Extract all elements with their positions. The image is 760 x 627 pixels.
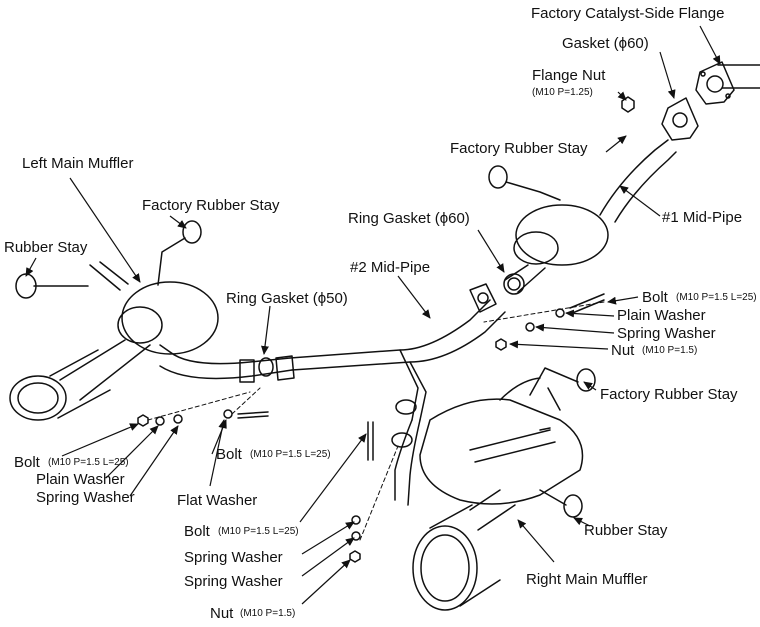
- right-main-muffler: [419, 377, 584, 505]
- ring-gasket-50-part: [239, 355, 295, 383]
- factory-rubber-stay-left-part: [157, 220, 202, 286]
- alignment-guides: [147, 301, 605, 541]
- label-rubber-stay-right: Rubber Stay: [584, 522, 668, 539]
- factory-rubber-stay-right-part: [529, 367, 596, 396]
- label-bolt-bottom: Bolt: [184, 523, 210, 540]
- label-spring-washer-left: Spring Washer: [36, 489, 135, 506]
- label-ring-gasket-60: Ring Gasket (ϕ60): [348, 210, 470, 227]
- down-pipe-flanges: [391, 399, 417, 448]
- mid-pipe-1: [599, 64, 760, 223]
- label-flat-washer: Flat Washer: [177, 492, 258, 509]
- label-plain-washer-right: Plain Washer: [617, 307, 706, 324]
- label-factory-rubber-stay-top: Factory Rubber Stay: [450, 140, 588, 157]
- label-nut-bottom-spec: (M10 P=1.5): [240, 608, 296, 619]
- label-ring-gasket-50: Ring Gasket (ϕ50): [226, 290, 348, 307]
- label-gasket-60: Gasket (ϕ60): [562, 35, 649, 52]
- label-factory-catalyst-flange: Factory Catalyst-Side Flange: [531, 5, 725, 22]
- label-mid-pipe-2: #2 Mid-Pipe: [350, 259, 431, 276]
- center-resonator: [504, 204, 609, 293]
- label-spring-washer-right: Spring Washer: [617, 325, 716, 342]
- right-tailpipe: [412, 489, 516, 611]
- catalyst-side-flange: [695, 61, 735, 105]
- left-pipe: [159, 344, 293, 380]
- label-left-main-muffler: Left Main Muffler: [22, 155, 134, 172]
- rubber-stay-left-part: [15, 273, 89, 299]
- leader-arrows: [25, 25, 721, 605]
- flange-nut: [621, 96, 635, 113]
- label-rubber-stay-left: Rubber Stay: [4, 239, 88, 256]
- label-nut-bottom: Nut: [210, 605, 234, 622]
- label-plain-washer-left: Plain Washer: [36, 471, 125, 488]
- left-main-muffler: [59, 261, 219, 401]
- label-bolt-mid-spec: (M10 P=1.5 L=25): [250, 449, 331, 460]
- factory-rubber-stay-top-part: [488, 165, 561, 201]
- label-spring-washer-bottom-1: Spring Washer: [184, 549, 283, 566]
- label-flange-nut: Flange Nut: [532, 67, 606, 84]
- label-bolt-right: Bolt: [642, 289, 668, 306]
- hardware-bottom: [349, 421, 374, 563]
- label-bolt-left-spec: (M10 P=1.5 L=25): [48, 457, 129, 468]
- label-factory-rubber-stay-left: Factory Rubber Stay: [142, 197, 280, 214]
- label-spring-washer-bottom-2: Spring Washer: [184, 573, 283, 590]
- label-bolt-right-spec: (M10 P=1.5 L=25): [676, 292, 757, 303]
- hardware-right: [495, 293, 605, 351]
- label-bolt-left: Bolt: [14, 454, 40, 471]
- label-bolt-mid: Bolt: [216, 446, 242, 463]
- label-right-main-muffler: Right Main Muffler: [526, 571, 648, 588]
- label-nut-right: Nut: [611, 342, 635, 359]
- left-tailpipe: [9, 349, 111, 421]
- hardware-mid: [223, 409, 269, 419]
- gasket-60: [661, 97, 699, 141]
- ring-gasket-60-part: [469, 273, 525, 313]
- mid-pipe-2: [289, 299, 506, 506]
- label-bolt-bottom-spec: (M10 P=1.5 L=25): [218, 526, 299, 537]
- rubber-stay-right-part: [539, 489, 583, 518]
- label-flange-nut-spec: (M10 P=1.25): [532, 87, 593, 98]
- label-factory-rubber-stay-right: Factory Rubber Stay: [600, 386, 738, 403]
- label-nut-right-spec: (M10 P=1.5): [642, 345, 698, 356]
- hardware-left: [137, 414, 183, 427]
- label-mid-pipe-1: #1 Mid-Pipe: [662, 209, 743, 226]
